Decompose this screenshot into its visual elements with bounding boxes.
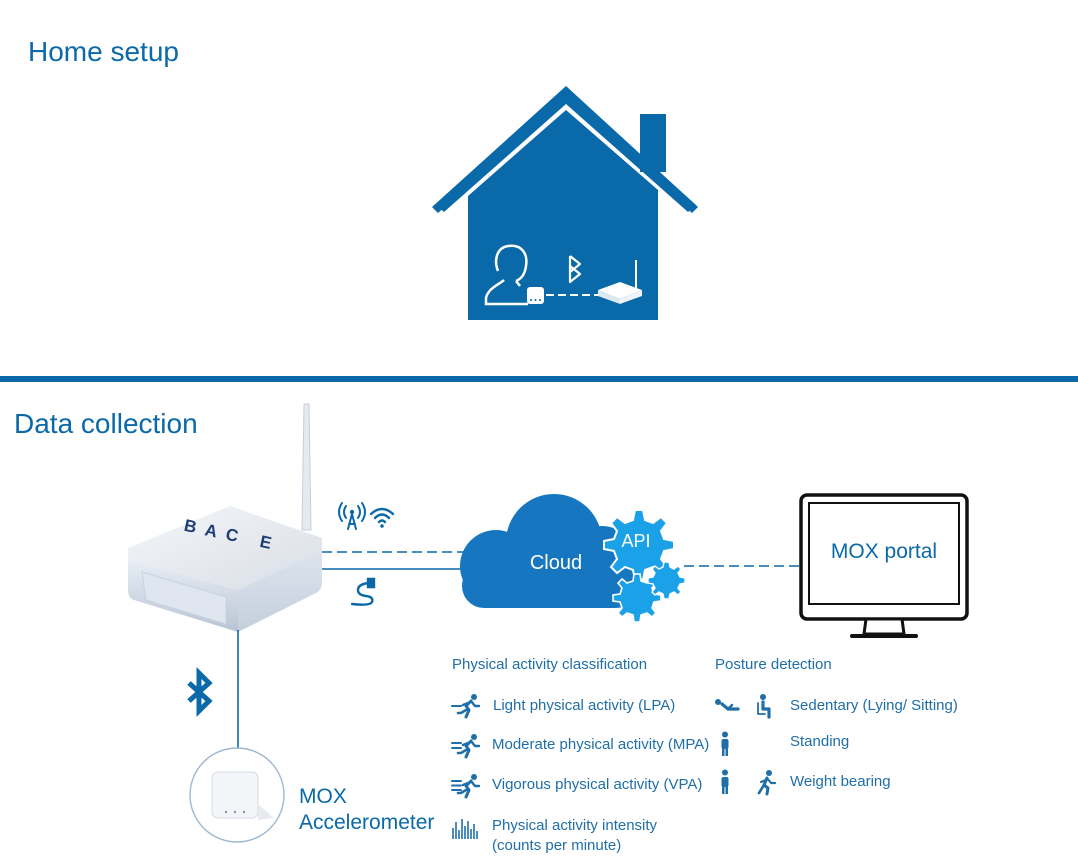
accelerometer-label-line2: Accelerometer	[299, 811, 435, 834]
accelerometer-label-line1: MOX	[299, 785, 347, 808]
antenna-broadcast-icon	[338, 502, 366, 530]
sensor-icon	[527, 287, 544, 304]
api-gear-icon	[603, 509, 675, 581]
tiny-gear-icon	[647, 561, 686, 600]
light-activity-icon	[451, 694, 481, 719]
sedentary-label: Sedentary (Lying/ Sitting)	[790, 697, 958, 714]
router-accelerometer-link	[237, 630, 239, 752]
activity-classification-heading: Physical activity classification	[452, 656, 648, 673]
house-chimney	[640, 114, 666, 172]
vigorous-activity-icon	[451, 774, 481, 799]
cloud-label: Cloud	[530, 552, 582, 574]
api-label: API	[621, 531, 650, 551]
posture-detection-heading: Posture detection	[715, 656, 832, 673]
cloud-api-graphic: Cloud API	[460, 494, 686, 623]
ethernet-cable-icon	[350, 577, 376, 606]
router-top	[128, 506, 322, 590]
standing-icon	[721, 769, 729, 794]
person-icon	[484, 244, 528, 306]
cloud-portal-link	[684, 565, 802, 567]
standing-label: Standing	[790, 733, 850, 750]
portal-label: MOX portal	[831, 540, 937, 563]
bluetooth-icon-large	[187, 666, 213, 718]
lying-icon	[715, 699, 740, 711]
sitting-icon	[757, 694, 771, 719]
bace-router-device: BAC E	[128, 403, 322, 632]
data-collection-title: Data collection	[14, 408, 198, 439]
light-activity-label: Light physical activity (LPA)	[493, 697, 676, 714]
intensity-label-line2: (counts per minute)	[492, 837, 622, 854]
walking-icon	[757, 770, 777, 796]
moderate-activity-label: Moderate physical activity (MPA)	[492, 736, 710, 753]
intensity-label: Physical activity intensity (counts per …	[492, 816, 657, 856]
wifi-icon	[369, 507, 395, 528]
router-antenna	[301, 403, 312, 531]
router-cloud-links	[322, 551, 470, 606]
cloud-icon	[460, 494, 638, 608]
bluetooth-icon	[568, 255, 582, 284]
weight-bearing-label: Weight bearing	[790, 773, 891, 790]
mox-accelerometer-device	[189, 747, 285, 843]
intensity-label-line1: Physical activity intensity	[492, 817, 658, 834]
vigorous-activity-label: Vigorous physical activity (VPA)	[492, 776, 703, 793]
house-body	[468, 110, 658, 320]
wireless-icons	[338, 502, 395, 530]
accelerometer-label: MOX Accelerometer	[299, 784, 434, 836]
mox-portal-monitor: MOX portal	[799, 493, 969, 638]
router-small-icon	[598, 260, 642, 304]
moderate-activity-icon	[451, 734, 481, 759]
home-setup-title: Home setup	[28, 36, 179, 67]
router-side	[238, 550, 322, 632]
house-illustration	[432, 86, 698, 320]
standing-icon	[721, 731, 729, 756]
intensity-bars-icon	[452, 819, 478, 839]
section-divider	[0, 376, 1078, 382]
